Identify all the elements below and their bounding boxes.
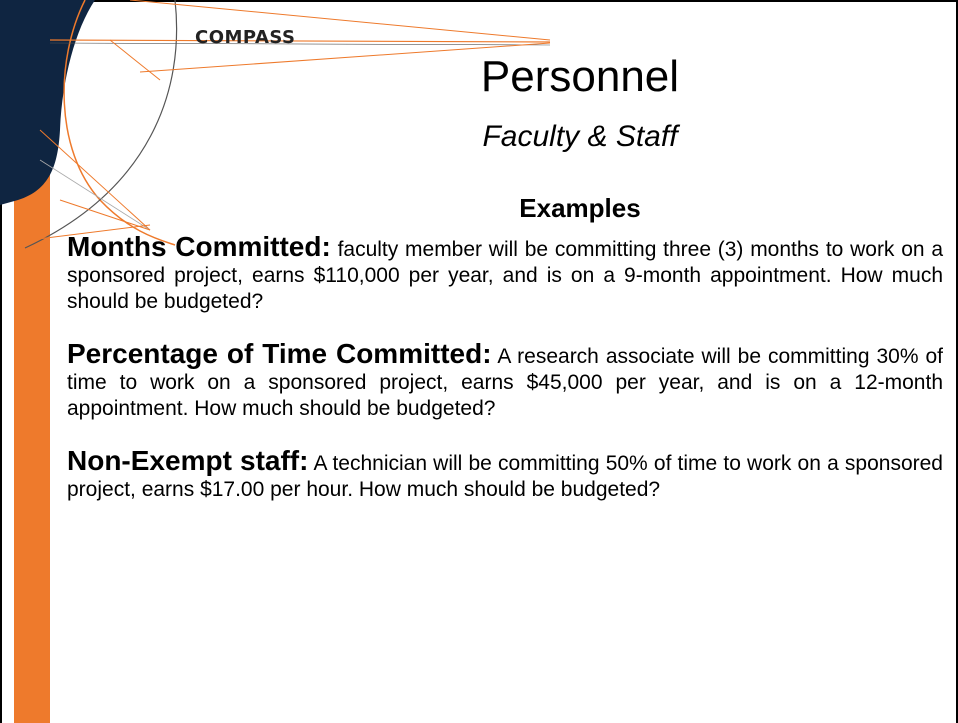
ray-diag-2 xyxy=(39,159,151,231)
ray-line-2 xyxy=(49,42,551,46)
slide-border-right xyxy=(956,0,958,723)
orange-arc xyxy=(63,0,176,246)
example-lead: Percentage of Time Committed: xyxy=(67,338,492,369)
ray-line-3 xyxy=(129,0,551,41)
ray-diag-1 xyxy=(39,129,151,231)
navy-compass-shape xyxy=(0,0,95,205)
examples-heading: Examples xyxy=(519,193,641,223)
slide-border-left xyxy=(0,0,2,723)
example-text: faculty member will be committing three … xyxy=(67,238,944,313)
example-lead: Non-Exempt staff: xyxy=(67,445,309,476)
slide-border-top xyxy=(0,0,958,2)
gray-arc xyxy=(24,0,178,249)
ray-line-1 xyxy=(49,39,551,43)
example-text: A research associate will be committing … xyxy=(67,345,943,420)
ray-diag-5 xyxy=(109,39,161,81)
example-months-committed: Months Committed: faculty member will be… xyxy=(67,231,944,315)
ray-line-4 xyxy=(139,42,551,73)
compass-decoration xyxy=(0,0,551,723)
example-percentage-committed: Percentage of Time Committed: A research… xyxy=(67,338,943,422)
slide-subtitle: Faculty & Staff xyxy=(482,120,678,153)
slide-title: Personnel xyxy=(480,52,680,101)
examples-list: Months Committed: faculty member will be… xyxy=(67,231,944,529)
ray-diag-3 xyxy=(59,199,151,231)
example-lead: Months Committed: xyxy=(67,231,331,262)
compass-logo: COMPASS xyxy=(195,27,296,48)
example-text: A technician will be committing 50% of t… xyxy=(67,452,943,501)
ray-diag-4 xyxy=(29,224,151,241)
orange-side-bar xyxy=(14,160,50,723)
example-non-exempt-staff: Non-Exempt staff: A technician will be c… xyxy=(67,445,943,503)
